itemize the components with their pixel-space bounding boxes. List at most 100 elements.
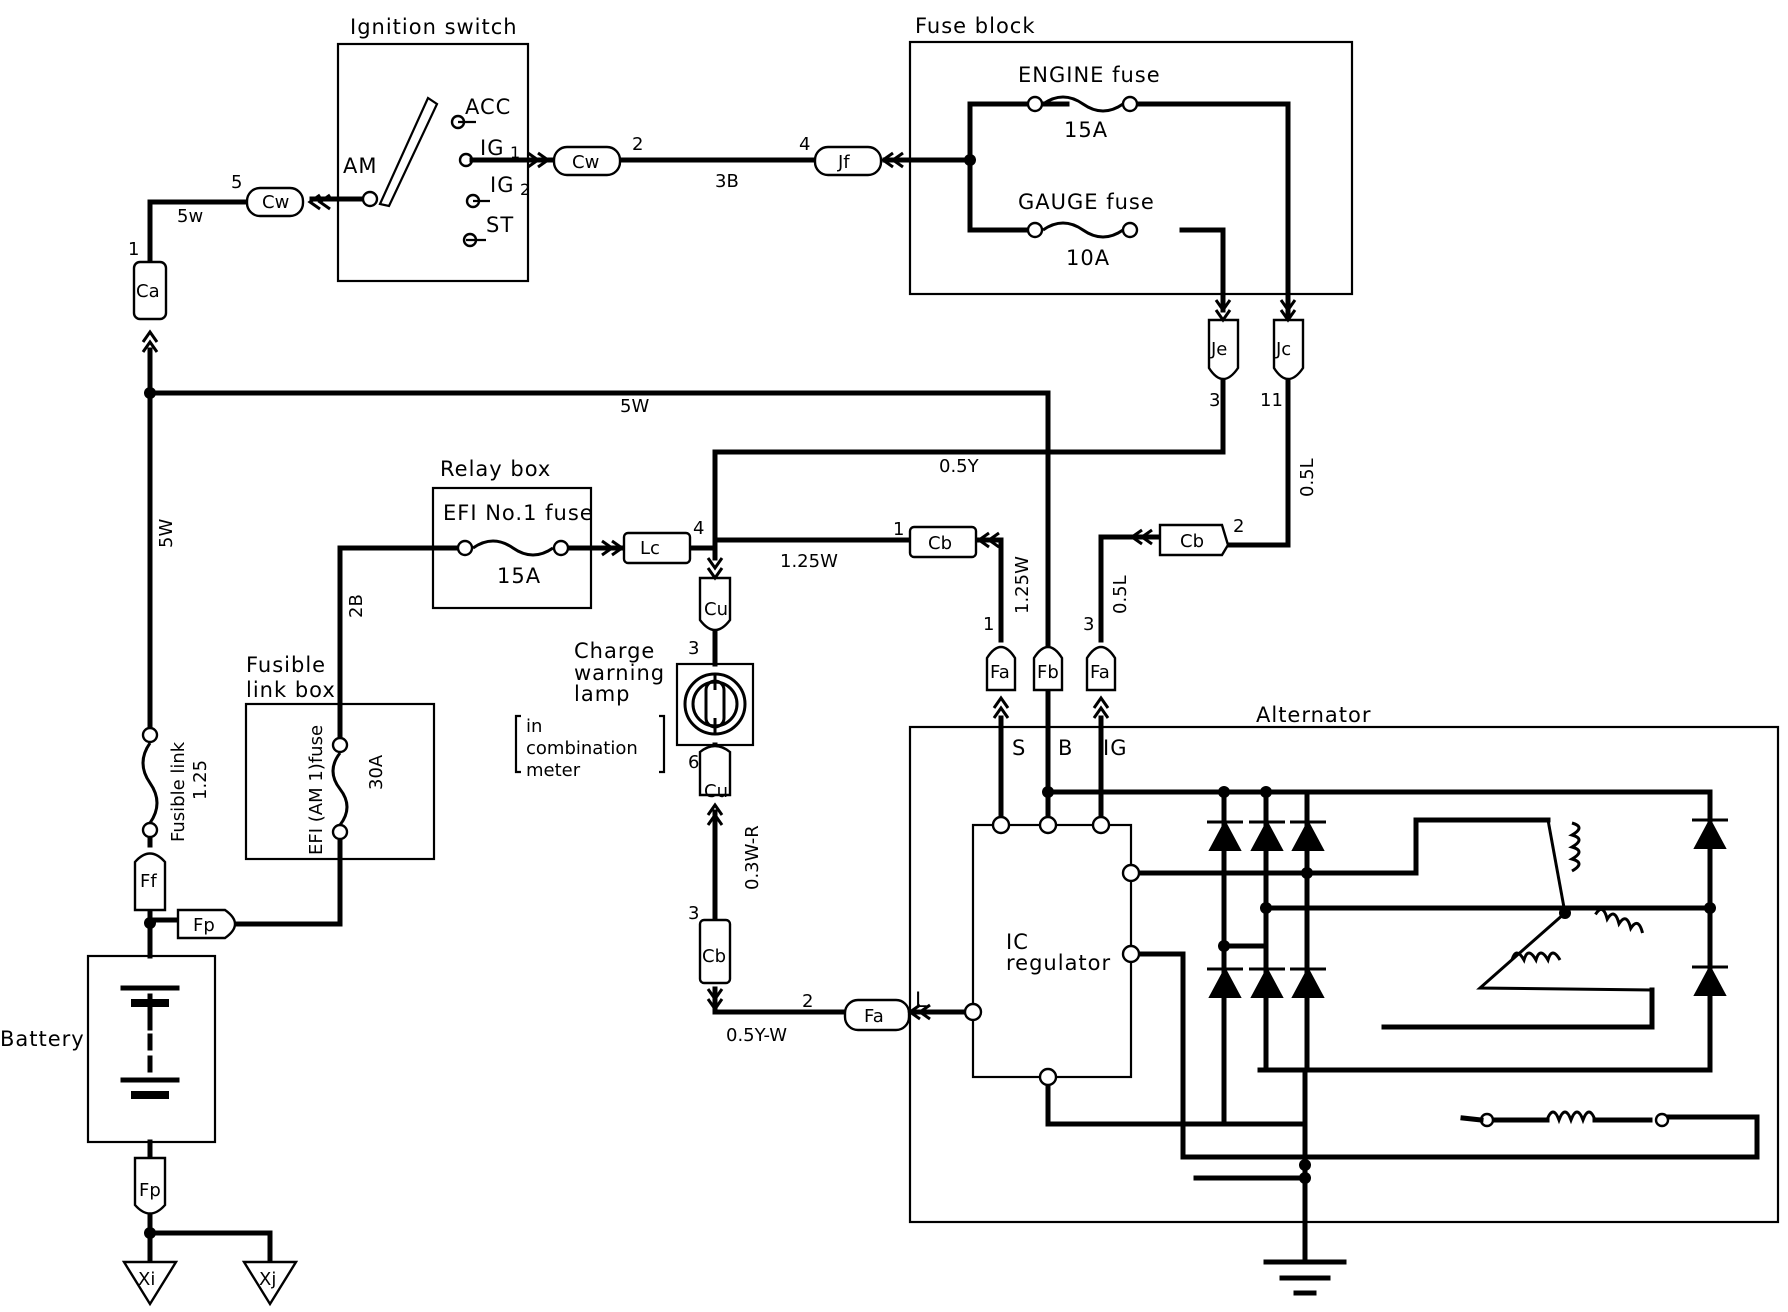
wire-5w-vertical: 5W [156,519,177,548]
lamp-note-3: meter [526,760,581,781]
pin-cw-left: 5 [231,172,242,193]
wire-03wr: 0.3W-R [742,825,763,890]
connector-lc-label: Lc [640,538,660,559]
efi1-fuse-rating: 15A [497,564,541,588]
pin-jc: 11 [1260,390,1283,411]
connector-fp-bottom: Fp [133,1156,167,1215]
relay-box-title: Relay box [440,457,551,481]
connector-cu-top-label: Cu [704,599,728,620]
pin-cb-right: 2 [1233,516,1244,537]
engine-fuse-label: ENGINE fuse [1018,63,1161,87]
pin-cb-bottom: 3 [688,903,699,924]
lamp-label-2: warning [574,661,665,685]
pin-fa-l: 2 [802,991,813,1012]
connector-fa-bottom: Fa 2 [802,991,931,1032]
connector-fa-right-label: Fa [1090,662,1110,683]
connector-fp-bottom-label: Fp [139,1180,161,1201]
pin-fa-s: 1 [983,614,994,635]
fusible-link-box-title-2: link box [246,678,336,702]
alternator: Alternator S B IG L IC regulator [908,703,1780,1224]
connector-jf: Jf 4 [799,134,904,177]
terminal-acc: ACC [465,95,511,119]
efi-am1-fuse-label: EFI (AM 1)fuse [306,725,327,855]
wire-labels: 5w 3B 5W 5W 0.5Y 0.5L 2B 1.25W 1.25W 0.5… [156,171,1318,1046]
alternator-title: Alternator [1256,703,1372,727]
connector-fa-left: Fa 1 [983,614,1017,719]
gauge-fuse-label: GAUGE fuse [1018,190,1155,214]
connector-cu-top: Cu 3 [688,557,732,659]
connector-cw-right: Cw 2 [527,134,643,177]
connector-ca-label: Ca [136,281,160,302]
junction-dots [144,154,1716,1239]
connector-cb-bottom: Cb 3 [688,903,732,1012]
pin-cu-in: 4 [693,518,704,539]
charge-warning-lamp: Charge warning lamp in combination meter [514,639,755,781]
connectors: Cw 5 Cw 2 Jf 4 Ca 1 Je 3 [121,134,1305,1307]
connector-jc: Jc 11 [1260,299,1305,411]
connector-lc: Lc 4 [601,518,704,565]
fusible-link-icon [141,726,159,839]
rectifier-diodes [1207,817,1728,998]
connector-xj-label: Xj [259,1269,276,1290]
battery-label: Battery [0,1027,85,1051]
connector-fa-bottom-label: Fa [864,1006,884,1027]
wire-5w-horizontal: 5W [620,396,649,417]
connector-ca: Ca 1 [128,239,168,353]
fuse-block-title: Fuse block [915,14,1036,38]
lamp-label-3: lamp [574,682,631,706]
alt-terminal-ig: IG [1103,736,1127,760]
ignition-switch-title: Ignition switch [350,15,518,39]
wire-125w-vertical: 1.25W [1012,556,1033,614]
terminal-ig2-sub: 2 [520,180,530,199]
fuse-block: Fuse block ENGINE fuse 15A GAUGE fuse 10… [908,14,1354,296]
alt-terminal-s: S [1012,736,1026,760]
connector-fa-right: Fa 3 [1083,614,1117,719]
terminal-st: ST [486,213,514,237]
pin-cu-lamp-bottom: 6 [688,752,699,773]
gauge-fuse-icon [1026,221,1139,239]
engine-fuse-icon [1026,95,1139,113]
ic-terminals [963,815,1141,1087]
connector-fb: Fb [1032,645,1064,692]
terminal-ig2: IG [490,173,514,197]
fusible-link-rating: 1.25 [190,760,211,800]
efi-am1-fuse-rating: 30A [366,754,387,790]
gauge-fuse-rating: 10A [1066,246,1110,270]
connector-jc-label: Jc [1275,339,1291,360]
pin-cb-top: 1 [893,519,904,540]
wire-2b: 2B [346,594,367,618]
efi-am1-fuse-icon [331,736,349,841]
connector-cw-left: Cw 5 [231,172,331,218]
fusible-link-label: Fusible link [168,741,189,842]
wire-05y: 0.5Y [939,456,980,477]
connector-cb-bottom-label: Cb [702,946,726,967]
pin-jf: 4 [799,134,810,155]
connector-cw-left-label: Cw [262,192,289,213]
connector-fb-label: Fb [1037,662,1059,683]
field-coil [1545,1110,1597,1125]
stator-coils [1460,821,1670,1128]
connector-cb-right-label: Cb [1180,531,1204,552]
connector-fp-mid: Fp [176,908,237,940]
pin-ca: 1 [128,239,139,260]
connector-xj: Xj [241,1260,299,1307]
terminal-am: AM [343,154,377,178]
lamp-note-1: in [526,716,542,737]
lamp-label-1: Charge [574,639,655,663]
engine-fuse-rating: 15A [1064,118,1108,142]
terminal-ig1: IG [480,136,504,160]
relay-box: Relay box EFI No.1 fuse 15A [431,457,593,610]
wire-125w-horizontal: 1.25W [780,551,838,572]
wires [147,101,1760,1296]
pin-fa-ig: 3 [1083,614,1094,635]
connector-xi: Xi [121,1260,179,1307]
lamp-note-2: combination [526,738,638,759]
pin-cw-right: 2 [632,134,643,155]
switch-lever [378,96,439,208]
connector-je: Je 3 [1207,299,1240,411]
connector-cb-right: Cb 2 [1129,516,1244,557]
fusible-link-box: Fusible link box EFI (AM 1)fuse 30A [244,653,436,861]
connector-cu-bottom-label: Cu [704,781,728,802]
ic-regulator-label-1: IC [1006,930,1029,954]
